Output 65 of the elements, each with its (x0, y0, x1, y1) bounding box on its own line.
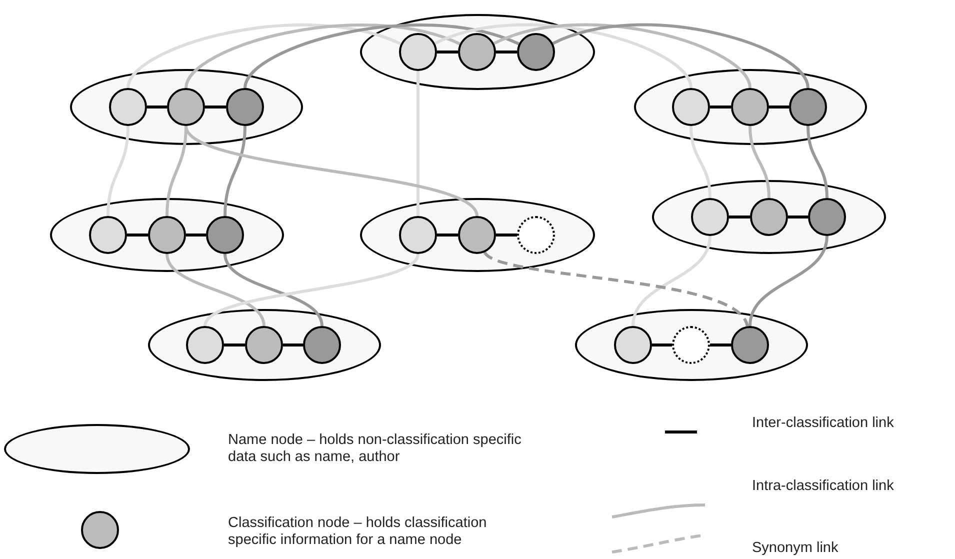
intra-classification-link (632, 236, 712, 326)
classification-node-circle (690, 198, 728, 236)
legend-text: Inter-classification link (752, 415, 895, 432)
classification-node-circle (672, 88, 710, 126)
inter-classification-link (127, 234, 148, 236)
classification-node-circle (788, 88, 826, 126)
classification-node-circle (302, 326, 340, 364)
inter-classification-link (224, 344, 245, 346)
classification-node-circle (730, 88, 768, 126)
inter-classification-link (769, 106, 789, 108)
classification-node-circle (516, 32, 554, 70)
classification-node-circle (81, 511, 119, 549)
classification-node-circle (458, 32, 496, 70)
classification-node-circle (88, 216, 126, 254)
intra-classification-link (224, 254, 324, 326)
inter-classification-link (283, 344, 303, 346)
inter-classification-link (710, 106, 731, 108)
intra-classification-link (748, 236, 828, 326)
inter-classification-link (186, 234, 206, 236)
legend-text: Name node – holds non-classification specific data such as name, author (228, 432, 522, 466)
inter-classification-link (496, 50, 517, 54)
intra-classification-link (184, 125, 478, 217)
inter-classification-link (652, 344, 672, 346)
classification-node-circle (206, 216, 244, 254)
classification-node-circle (398, 216, 436, 254)
intra-classification-link (434, 24, 692, 88)
intra-classification-link (748, 126, 770, 198)
legend-text: Classification node – holds classification specific information for a name node (228, 515, 488, 549)
intra-classification-link (166, 126, 188, 216)
intra-classification-link (204, 253, 420, 327)
intra-classification-link (126, 24, 402, 88)
classification-node-circle (148, 216, 186, 254)
inter-classification-link (788, 216, 808, 218)
intra-classification-link (224, 126, 246, 216)
intra-classification-link (166, 254, 266, 326)
classification-node-circle (398, 32, 436, 70)
classification-node-circle (730, 326, 768, 364)
intra-classification-link (106, 126, 130, 216)
intra-classification-link (552, 24, 810, 88)
intra-classification-link (690, 126, 712, 198)
intra-classification-link (493, 24, 752, 88)
classification-node-circle (458, 216, 496, 254)
classification-node-circle (166, 88, 204, 126)
inter-classification-link (729, 216, 750, 218)
legend-text: Synonym link (752, 540, 840, 557)
classification-node-circle (108, 88, 146, 126)
classification-node-circle (226, 88, 264, 126)
intra-classification-link (184, 24, 460, 88)
classification-node-circle (244, 326, 282, 364)
intra-classification-link (806, 126, 828, 198)
intra-classification-link (416, 71, 420, 216)
inter-classification-link (205, 106, 226, 108)
classification-node-circle (672, 326, 710, 364)
classification-node-circle (186, 326, 224, 364)
classification-node-circle (808, 198, 846, 236)
synonym-link (484, 251, 749, 327)
legend-text: Intra-classification link (752, 478, 895, 495)
inter-classification-link (437, 234, 458, 236)
classification-node-circle (750, 198, 788, 236)
inter-classification-link (496, 234, 517, 236)
classification-node-circle (614, 326, 652, 364)
classification-node-circle (516, 216, 554, 254)
inter-classification-link (437, 50, 458, 54)
inter-classification-link (147, 106, 167, 108)
inter-classification-link (710, 344, 731, 346)
